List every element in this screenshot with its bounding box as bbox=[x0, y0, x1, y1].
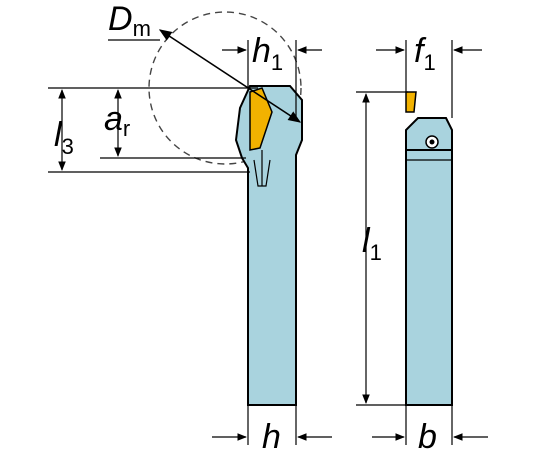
h1-label: h1 bbox=[252, 32, 283, 75]
b-label: b bbox=[418, 418, 437, 450]
l3-label: l3 bbox=[54, 116, 74, 159]
ar-label: ar bbox=[104, 100, 130, 141]
l1-label: l1 bbox=[362, 222, 382, 265]
f1-label: f1 bbox=[414, 32, 436, 75]
dm-diameter-line bbox=[158, 29, 302, 123]
side-view bbox=[356, 40, 488, 445]
front-shank bbox=[234, 85, 303, 406]
h-label: h bbox=[262, 418, 281, 450]
side-insert bbox=[405, 91, 417, 113]
side-clamp bbox=[405, 117, 453, 151]
dm-label: Dm bbox=[108, 0, 151, 41]
side-shank bbox=[405, 149, 453, 406]
front-view bbox=[48, 11, 332, 445]
